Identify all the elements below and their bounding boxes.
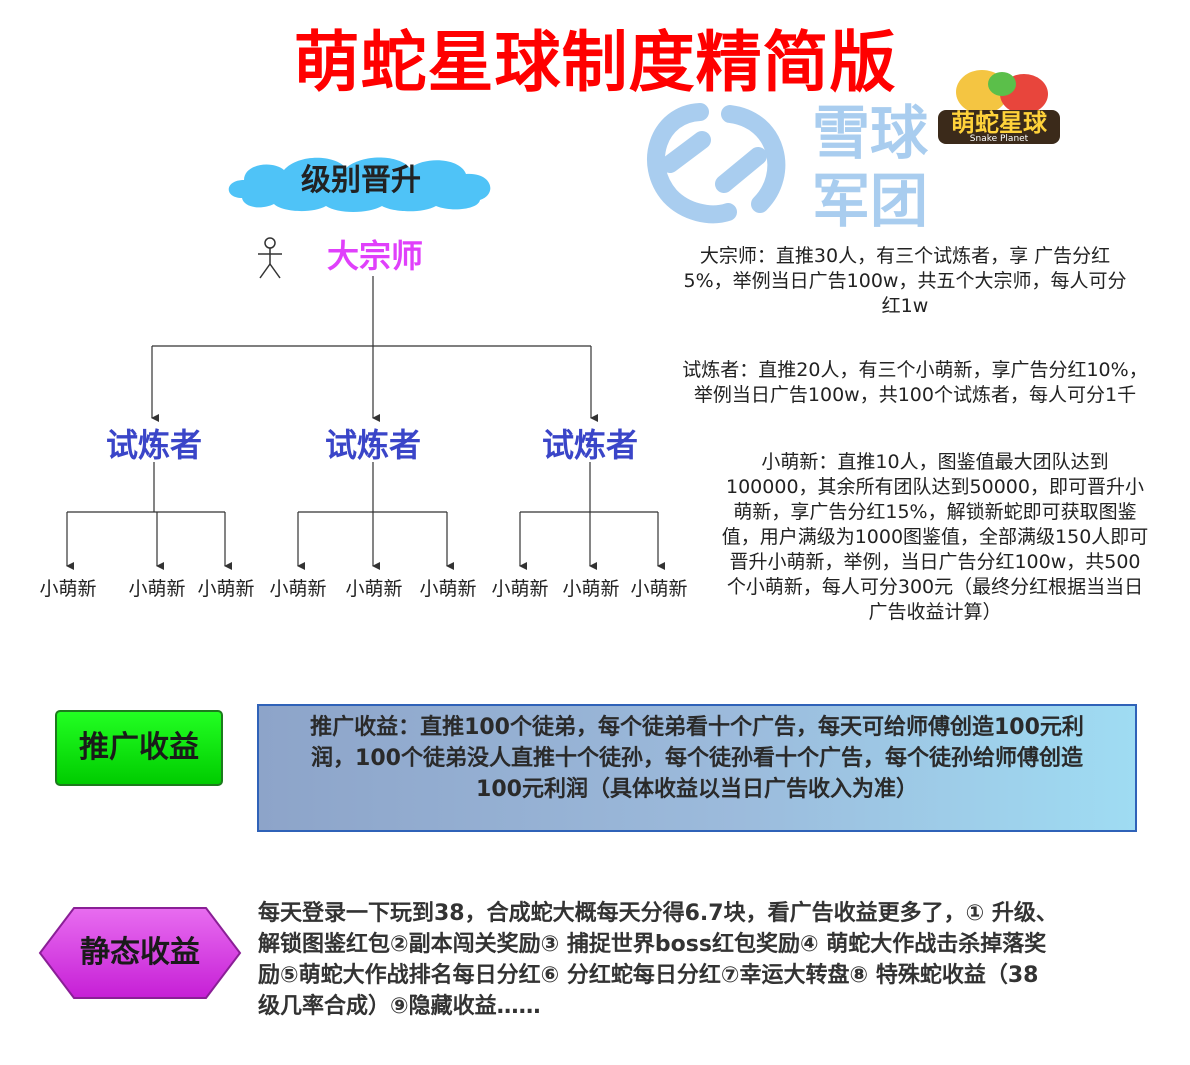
watermark-text-2: 军团 [812,167,929,235]
desc-line: 举例当日广告100w，共100个试炼者，每人可分1千 [693,384,1137,406]
desc-newbie: 小萌新：直推10人，图鉴值最大团队达到 100000，其余所有团队达到50000… [700,450,1170,625]
promo-line: 润，100个徒弟没人直推十个徒孙，每个徒孙看十个广告，每个徒孙给师傅创造 [311,746,1083,771]
desc-grandmaster: 大宗师：直推30人，有三个试炼者，享 广告分红 5%，举例当日广告100w，共五… [650,244,1160,319]
desc-line: 个小萌新，每人可分300元（最终分红根据当当日 [726,576,1144,598]
node-newbie: 小萌新 [491,578,549,600]
promo-line: 100元利润（具体收益以当日广告收入为准） [476,777,918,802]
desc-line: 广告收益计算） [868,601,1002,623]
node-trainer-1: 试炼者 [105,426,202,464]
static-line: 励⑤萌蛇大作战排名每日分红⑥ 分红蛇每日分红⑦幸运大转盘⑧ 特殊蛇收益（38 [258,963,1039,988]
node-newbie: 小萌新 [128,578,186,600]
node-newbie: 小萌新 [345,578,403,600]
static-line: 级几率合成）⑨隐藏收益…… [258,994,541,1019]
game-logo: 萌蛇星球 Snake Planet [934,62,1064,154]
node-newbie: 小萌新 [269,578,327,600]
desc-line: 大宗师：直推30人，有三个试炼者，享 广告分红 [699,245,1111,267]
level-promotion-label: 级别晋升 [301,163,421,198]
desc-line: 值，用户满级为1000图鉴值，全部满级150人即可 [721,526,1149,548]
cloud-shape [228,157,491,212]
node-newbie: 小萌新 [39,578,97,600]
node-newbie: 小萌新 [630,578,688,600]
desc-line: 晋升小萌新，举例，当日广告分红100w，共500 [729,551,1141,573]
stick-figure-icon [258,237,282,279]
game-logo-icon [938,70,1060,144]
node-grandmaster: 大宗师 [326,237,423,275]
desc-line: 100000，其余所有团队达到50000，即可晋升小 [726,476,1144,498]
node-newbie: 小萌新 [197,578,255,600]
desc-line: 萌新，享广告分红15%，解锁新蛇即可获取图鉴 [733,501,1137,523]
static-line: 每天登录一下玩到38，合成蛇大概每天分得6.7块，看广告收益更多了，① 升级、 [258,901,1058,926]
desc-line: 红1w [881,295,929,317]
promotion-income-box: 推广收益：直推100个徒弟，每个徒弟看十个广告，每天可给师傅创造100元利 润，… [257,704,1137,832]
promo-line: 推广收益：直推100个徒弟，每个徒弟看十个广告，每天可给师傅创造100元利 [310,715,1084,740]
static-income-label: 静态收益 [80,935,200,970]
game-logo-subtext: Snake Planet [969,134,1029,144]
desc-line: 小萌新：直推10人，图鉴值最大团队达到 [761,451,1109,473]
node-trainer-2: 试炼者 [324,426,421,464]
desc-line: 试炼者：直推20人，有三个小萌新，享广告分红10%， [682,359,1148,381]
tree-connectors [66,276,665,570]
node-newbie: 小萌新 [419,578,477,600]
promotion-income-label: 推广收益 [55,710,223,786]
game-logo-text: 萌蛇星球 [951,109,1047,137]
watermark-logo-icon [647,103,786,224]
static-income-hexagon [38,907,242,999]
node-newbie: 小萌新 [562,578,620,600]
desc-trainer: 试炼者：直推20人，有三个小萌新，享广告分红10%， 举例当日广告100w，共1… [655,358,1175,408]
watermark-text-1: 雪球 [812,99,929,167]
desc-line: 5%，举例当日广告100w，共五个大宗师，每人可分 [683,270,1127,292]
static-income-text: 每天登录一下玩到38，合成蛇大概每天分得6.7块，看广告收益更多了，① 升级、 … [258,898,1158,1022]
static-line: 解锁图鉴红包②副本闯关奖励③ 捕捉世界boss红包奖励④ 萌蛇大作战击杀掉落奖 [258,932,1047,957]
page-title: 萌蛇星球制度精简版 [293,24,897,101]
node-trainer-3: 试炼者 [541,426,638,464]
